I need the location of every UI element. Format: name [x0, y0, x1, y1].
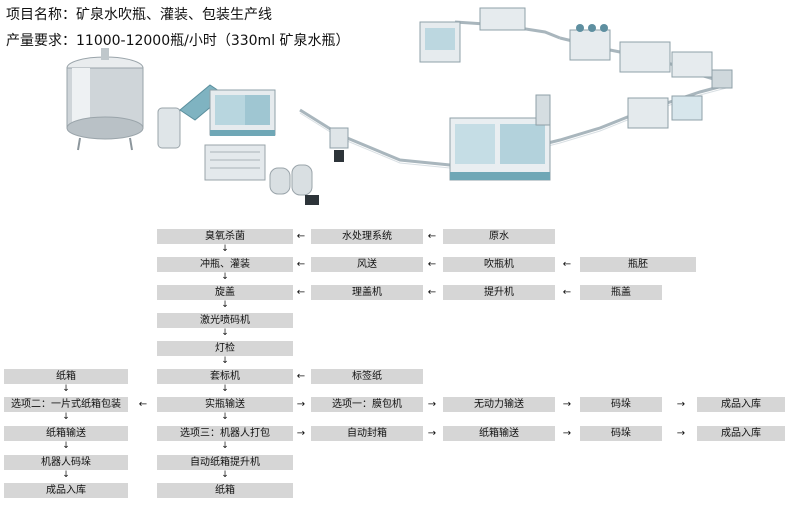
arrow-down: ↓: [62, 412, 70, 422]
arrow-left: ←: [296, 231, 306, 242]
arrow-down: ↓: [62, 470, 70, 480]
production-line-illustration: [66, 7, 733, 205]
arrow-left: ←: [138, 399, 148, 410]
arrow-down: ↓: [221, 470, 229, 480]
box-elevator: 提升机: [443, 285, 555, 300]
arrow-left: ←: [296, 259, 306, 270]
arrow-left: ←: [427, 231, 437, 242]
box-capping: 旋盖: [157, 285, 293, 300]
arrow-right: →: [296, 428, 306, 439]
box-labeling-machine: 套标机: [157, 369, 293, 384]
packaging-machines: [419, 7, 733, 89]
box-rinse-fill: 冲瓶、灌装: [157, 257, 293, 272]
blow-molding-machine: [179, 84, 276, 136]
cap-unit: [329, 127, 349, 162]
arrow-down: ↓: [221, 300, 229, 310]
box-auto-sealing: 自动封箱: [311, 426, 423, 441]
box-light-inspection: 灯检: [157, 341, 293, 356]
arrow-down: ↓: [221, 272, 229, 282]
arrow-left: ←: [296, 287, 306, 298]
arrow-right: →: [562, 399, 572, 410]
box-carton-elevator: 自动纸箱提升机: [157, 455, 293, 470]
arrow-down: ↓: [221, 441, 229, 451]
box-option-one: 选项一：膜包机: [311, 397, 423, 412]
box-unpowered-conveyor: 无动力输送: [443, 397, 555, 412]
box-warehouse-1: 成品入库: [697, 397, 785, 412]
box-water-treatment: 水处理系统: [311, 229, 423, 244]
arrow-down: ↓: [62, 384, 70, 394]
arrow-down: ↓: [62, 441, 70, 451]
arrow-left: ←: [562, 287, 572, 298]
arrow-left: ←: [427, 287, 437, 298]
box-laser-coder: 激光喷码机: [157, 313, 293, 328]
box-robot-palletizing: 机器人码垛: [4, 455, 128, 470]
arrow-down: ↓: [221, 328, 229, 338]
box-bottle-cap: 瓶盖: [580, 285, 662, 300]
filling-machine: [449, 94, 551, 181]
arrow-left: ←: [296, 371, 306, 382]
arrow-down: ↓: [221, 412, 229, 422]
box-warehouse-2: 成品入库: [697, 426, 785, 441]
box-carton-conveying-left: 纸箱输送: [4, 426, 128, 441]
storage-tank: [66, 48, 144, 151]
arrow-right: →: [296, 399, 306, 410]
box-palletizing-1: 码垛: [580, 397, 662, 412]
arrow-down: ↓: [221, 384, 229, 394]
water-treatment-filters: [157, 107, 319, 205]
box-label-paper: 标签纸: [311, 369, 423, 384]
labeling-machine: [627, 95, 703, 129]
box-raw-water: 原水: [443, 229, 555, 244]
box-warehouse-3: 成品入库: [4, 483, 128, 498]
box-blow-molding: 吹瓶机: [443, 257, 555, 272]
arrow-right: →: [676, 399, 686, 410]
box-preform: 瓶胚: [580, 257, 696, 272]
box-air-conveying: 风送: [311, 257, 423, 272]
box-carton-conveying-right: 纸箱输送: [443, 426, 555, 441]
box-carton-bottom: 纸箱: [157, 483, 293, 498]
arrow-right: →: [562, 428, 572, 439]
arrow-left: ←: [427, 259, 437, 270]
box-cap-sorter: 理盖机: [311, 285, 423, 300]
project-title: 项目名称：矿泉水吹瓶、灌装、包装生产线: [6, 7, 272, 23]
arrow-down: ↓: [221, 244, 229, 254]
arrow-right: →: [427, 399, 437, 410]
production-requirement: 产量要求：11000-12000瓶/小时（330ml 矿泉水瓶）: [6, 33, 350, 49]
arrow-left: ←: [562, 259, 572, 270]
arrow-down: ↓: [221, 356, 229, 366]
box-filled-bottle-conveying: 实瓶输送: [157, 397, 293, 412]
box-option-three: 选项三：机器人打包: [157, 426, 293, 441]
box-palletizing-2: 码垛: [580, 426, 662, 441]
arrow-right: →: [676, 428, 686, 439]
box-carton-top: 纸箱: [4, 369, 128, 384]
box-option-two: 选项二：一片式纸箱包装: [4, 397, 128, 412]
box-ozone-sterilization: 臭氧杀菌: [157, 229, 293, 244]
arrow-right: →: [427, 428, 437, 439]
